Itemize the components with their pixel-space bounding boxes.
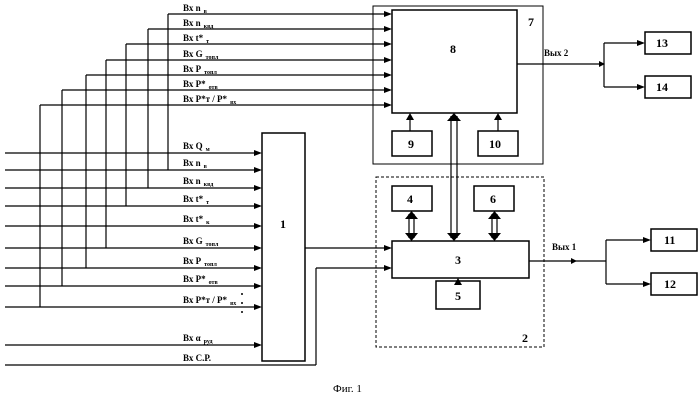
block-10-label: 10 [489, 137, 501, 151]
left-input-label: Вх t*к [183, 214, 210, 226]
arrow-icon [254, 245, 262, 251]
group-7-label: 7 [528, 15, 534, 29]
arrow-icon [384, 72, 392, 78]
block-3-label: 3 [455, 253, 461, 267]
arrow-icon [254, 203, 262, 209]
block-1 [262, 133, 305, 361]
left-input-label: Вх nв [183, 158, 208, 170]
top-input-label: Вх Gтопл [183, 49, 219, 61]
ellipsis-dot [241, 311, 243, 313]
left-input-lines: Вх Qм Вх nв Вх nквд Вх t*т Вх t*к Вх Gтопл Вх … [5, 14, 262, 363]
output-2-label: Вых 2 [544, 48, 569, 58]
top-input-lines: Вх nв Вх nквд Вх t*т Вх Gтопл Вх Pтопл Вх P*о… [40, 3, 392, 108]
left-input-label: Вх С.Р. [183, 353, 211, 363]
top-input-label: Вх P*отв [183, 79, 219, 91]
left-input-label: Вх Qм [183, 141, 210, 153]
ellipsis-dot [241, 302, 243, 304]
arrow-icon [384, 26, 392, 32]
arrow-icon [384, 87, 392, 93]
top-input-label: Вх t*т [183, 33, 209, 45]
arrow-icon [254, 150, 262, 156]
block-4-label: 4 [407, 192, 413, 206]
left-input-label: Вх αруд [183, 333, 213, 345]
left-input-label: Вх P*отв [183, 274, 219, 286]
block-13 [645, 32, 691, 54]
ellipsis-dot [241, 293, 243, 295]
block-14 [645, 76, 691, 98]
block-8-label: 8 [450, 42, 456, 56]
arrow-icon [254, 342, 262, 348]
block-12-label: 12 [664, 277, 676, 291]
arrow-icon [384, 102, 392, 108]
left-input-label: Вх P*т / P*вх [183, 295, 236, 307]
block-1-label: 1 [280, 217, 286, 231]
arrow-icon [254, 167, 262, 173]
block-11-label: 11 [664, 233, 675, 247]
block-6-label: 6 [490, 192, 496, 206]
arrow-icon [384, 57, 392, 63]
arrow-icon [254, 223, 262, 229]
top-input-label: Вх Pтопл [183, 64, 217, 76]
block-5-label: 5 [455, 289, 461, 303]
arrow-icon [254, 265, 262, 271]
output-1-label: Вых 1 [552, 242, 577, 252]
group-2-label: 2 [522, 331, 528, 345]
top-input-label: Вх nв [183, 3, 208, 15]
block-13-label: 13 [656, 36, 668, 50]
block-9-label: 9 [408, 137, 414, 151]
left-input-label: Вх nквд [183, 176, 213, 188]
arrow-icon [384, 11, 392, 17]
left-input-label: Вх t*т [183, 194, 209, 206]
left-input-label: Вх Gтопл [183, 236, 219, 248]
left-input-label: Вх Pтопл [183, 256, 217, 268]
arrow-icon [254, 283, 262, 289]
block-8 [392, 10, 517, 113]
top-input-label: Вх P*т / P*вх [183, 94, 236, 106]
arrow-icon [254, 185, 262, 191]
arrow-icon [384, 41, 392, 47]
figure-caption: Фиг. 1 [333, 383, 362, 395]
arrow-icon [254, 304, 262, 310]
block-14-label: 14 [656, 80, 668, 94]
top-input-label: Вх nквд [183, 18, 213, 30]
